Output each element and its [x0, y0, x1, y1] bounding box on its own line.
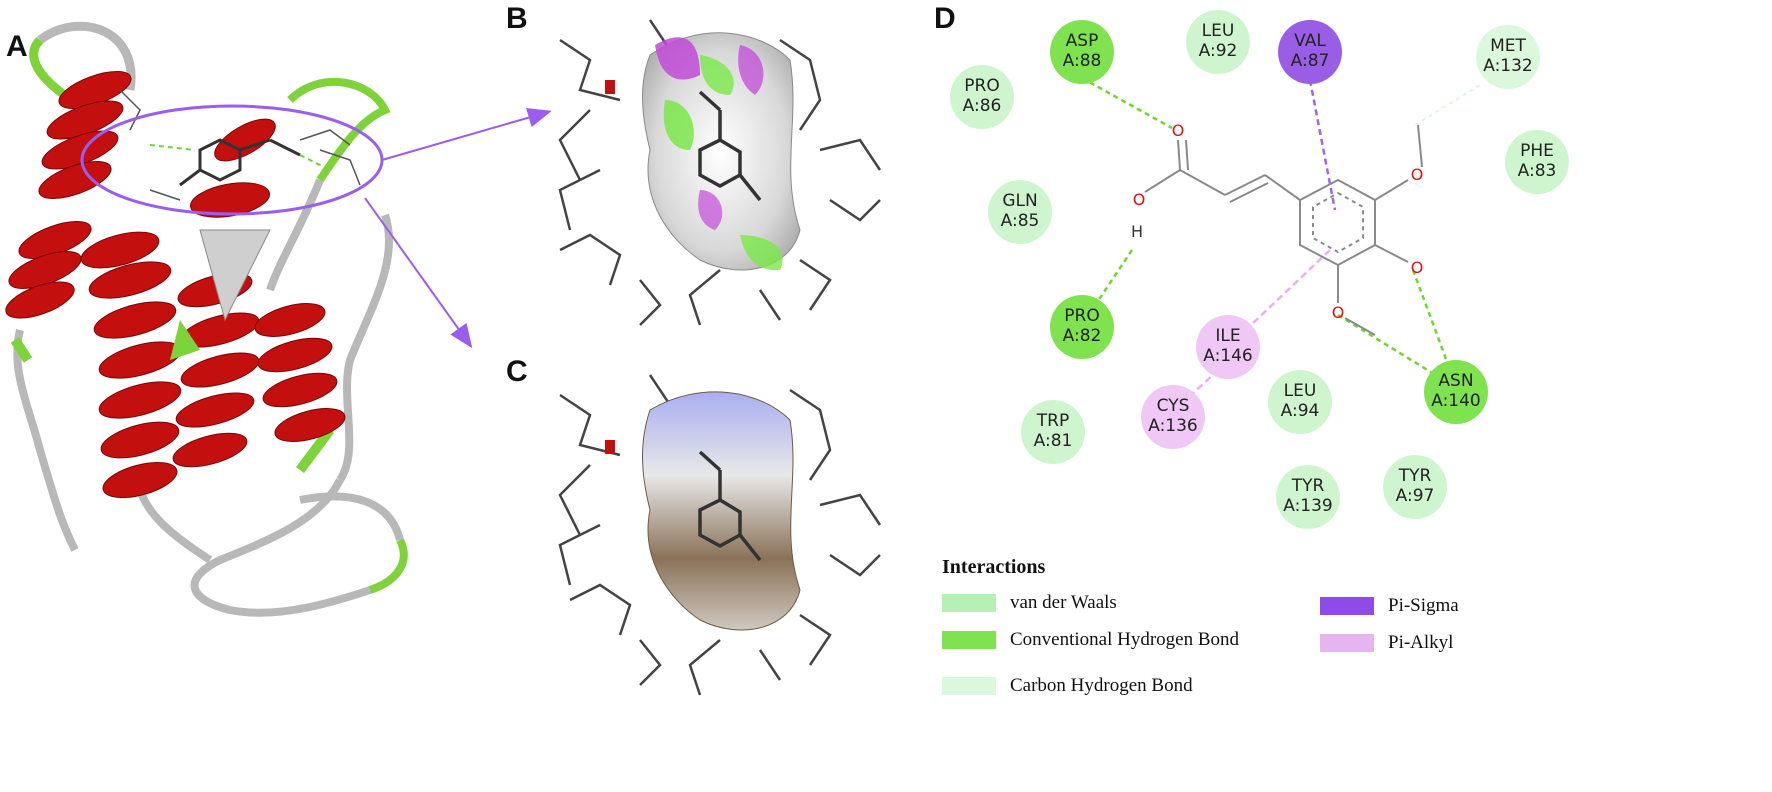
- atom-o-methoxy1: O: [1411, 165, 1424, 184]
- legend-title: Interactions: [942, 556, 1046, 578]
- residue-id: A:83: [1518, 161, 1557, 181]
- residue-trp81: TRP A:81: [1021, 400, 1085, 464]
- arrow-to-c: [364, 197, 473, 349]
- residue-id: A:97: [1396, 486, 1435, 506]
- panel-label-d: D: [934, 2, 956, 35]
- surface-hydrophobicity-view: [558, 374, 882, 696]
- legend-item-pi-alkyl: Pi-Alkyl: [1320, 632, 1453, 654]
- legend-swatch: [1320, 634, 1374, 652]
- residue-name: MET: [1490, 36, 1526, 56]
- residue-ile146: ILE A:146: [1196, 315, 1260, 379]
- residue-name: ASN: [1438, 371, 1473, 391]
- residue-name: PRO: [964, 76, 999, 96]
- legend-swatch: [942, 677, 996, 695]
- panel-label-a: A: [6, 30, 28, 63]
- arrow-to-b: [381, 107, 552, 161]
- residue-val87: VAL A:87: [1278, 20, 1342, 84]
- residue-id: A:81: [1034, 431, 1073, 451]
- residue-name: LEU: [1202, 21, 1235, 41]
- residue-id: A:88: [1063, 51, 1102, 71]
- residue-nodes: ASP A:88 LEU A:92 VAL A:87 MET A:132 PRO…: [950, 10, 1569, 529]
- interaction-lines: [1081, 76, 1481, 406]
- atom-o-hydroxyl: O: [1133, 190, 1146, 209]
- legend-label: Carbon Hydrogen Bond: [1010, 675, 1193, 696]
- residue-id: A:82: [1063, 326, 1102, 346]
- legend-item-pi-sigma: Pi-Sigma: [1320, 595, 1459, 617]
- atom-o-hydroxy-ring: O: [1411, 258, 1424, 277]
- legend-swatch: [942, 594, 996, 612]
- residue-name: TRP: [1036, 411, 1069, 431]
- legend-swatch: [942, 631, 996, 649]
- residue-leu92: LEU A:92: [1186, 10, 1250, 74]
- residue-id: A:132: [1483, 56, 1533, 76]
- legend-item-vdw: van der Waals: [942, 592, 1117, 614]
- legend-label: Pi-Alkyl: [1388, 632, 1454, 653]
- legend-label: van der Waals: [1010, 592, 1117, 613]
- residue-name: CYS: [1157, 396, 1190, 416]
- residue-tyr97: TYR A:97: [1383, 455, 1447, 519]
- legend-swatch: [1320, 597, 1374, 615]
- atom-o-carbonyl: O: [1172, 121, 1185, 140]
- residue-asn140: ASN A:140: [1424, 360, 1488, 424]
- protein-ribbon: [5, 21, 408, 617]
- residue-id: A:136: [1148, 416, 1198, 436]
- residue-name: PHE: [1520, 141, 1554, 161]
- residue-phe83: PHE A:83: [1505, 130, 1569, 194]
- residue-id: A:87: [1291, 51, 1330, 71]
- legend-label: Pi-Sigma: [1388, 595, 1459, 616]
- atom-o-methoxy2: O: [1332, 303, 1345, 322]
- residue-pro86: PRO A:86: [950, 65, 1014, 129]
- panel-label-c: C: [506, 355, 528, 388]
- residue-id: A:146: [1203, 346, 1253, 366]
- residue-id: A:85: [1001, 211, 1040, 231]
- residue-name: TYR: [1291, 476, 1325, 496]
- atom-h-hydroxyl: H: [1131, 222, 1143, 241]
- residue-id: A:140: [1431, 391, 1481, 411]
- legend-item-hbond: Conventional Hydrogen Bond: [942, 629, 1239, 651]
- residue-id: A:92: [1199, 41, 1238, 61]
- residue-met132: MET A:132: [1476, 25, 1540, 89]
- residue-id: A:86: [963, 96, 1002, 116]
- residue-name: LEU: [1284, 381, 1317, 401]
- residue-name: TYR: [1398, 466, 1432, 486]
- residue-name: PRO: [1064, 306, 1099, 326]
- ligand-structure: [1144, 124, 1423, 336]
- surface-hbond-view: [558, 19, 882, 326]
- residue-cys136: CYS A:136: [1141, 385, 1205, 449]
- residue-pro82: PRO A:82: [1050, 295, 1114, 359]
- residue-asp88: ASP A:88: [1050, 20, 1114, 84]
- residue-gln85: GLN A:85: [988, 180, 1052, 244]
- residue-name: VAL: [1294, 31, 1326, 51]
- residue-id: A:94: [1281, 401, 1320, 421]
- residue-leu94: LEU A:94: [1268, 370, 1332, 434]
- residue-name: ILE: [1215, 326, 1240, 346]
- legend-label: Conventional Hydrogen Bond: [1010, 629, 1240, 650]
- residue-tyr139: TYR A:139: [1276, 465, 1340, 529]
- residue-id: A:139: [1283, 496, 1333, 516]
- legend-item-carbon-hbond: Carbon Hydrogen Bond: [942, 675, 1193, 697]
- panel-label-b: B: [506, 2, 528, 35]
- residue-name: ASP: [1066, 31, 1099, 51]
- ligand-atoms: O O H O O O: [1131, 121, 1423, 322]
- residue-name: GLN: [1002, 191, 1037, 211]
